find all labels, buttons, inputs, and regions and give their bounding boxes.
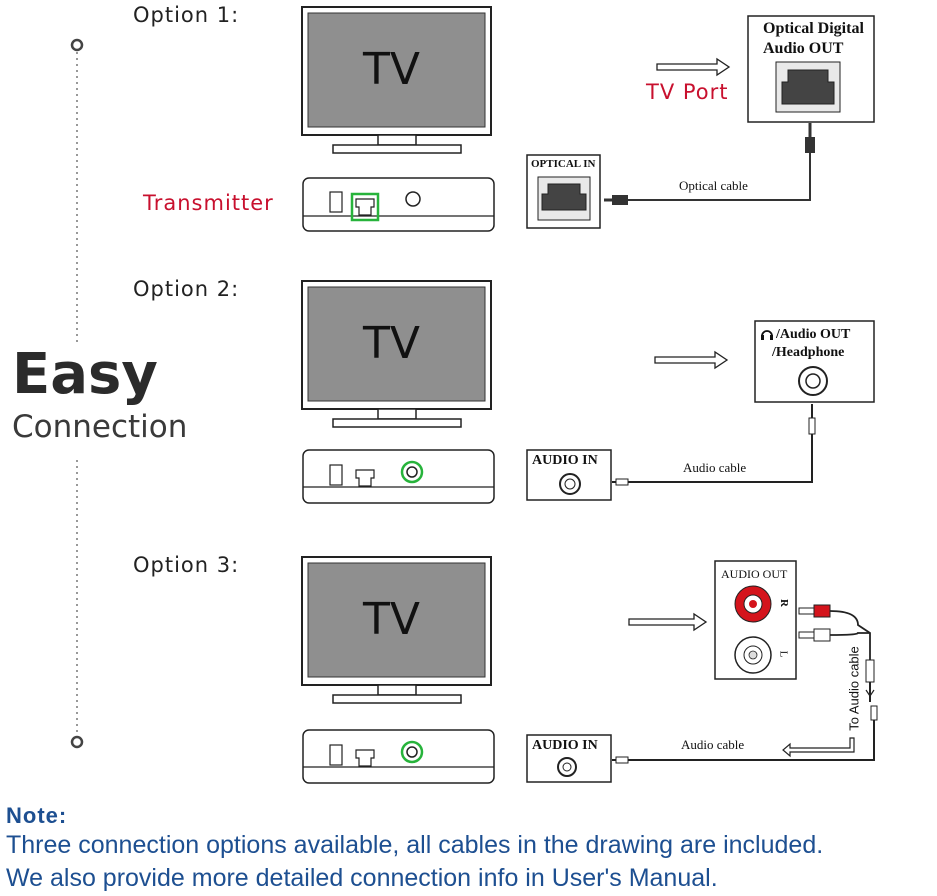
audio-in-label-2: AUDIO IN: [532, 453, 598, 468]
headphone-out-line-1: /Audio OUT: [776, 327, 851, 342]
tv-1: [301, 6, 492, 154]
arrow-3: [628, 612, 708, 632]
heading-title: Easy: [12, 342, 158, 407]
right-channel-label: R: [777, 599, 790, 607]
optical-cable: [604, 123, 815, 205]
audio-cable-label-3: Audio cable: [681, 737, 745, 752]
timeline-dot-bottom: [70, 735, 84, 749]
optical-out-label: Optical Digital Audio OUT: [763, 19, 864, 59]
rca-out-port: [714, 560, 797, 680]
rca-out-label: AUDIO OUT: [721, 567, 788, 581]
transmitter-2: [302, 449, 495, 504]
optical-in-port: [526, 154, 601, 229]
tv-2: [301, 280, 492, 428]
transmitter-3: [302, 729, 495, 784]
note-title: Note:: [6, 803, 68, 828]
tv-1-label: TV: [363, 44, 420, 95]
transmitter-label: Transmitter: [143, 191, 274, 215]
audio-in-label-3: AUDIO IN: [532, 738, 598, 753]
left-channel-label: L: [777, 650, 790, 658]
optical-cable-label: Optical cable: [679, 178, 748, 193]
option-2-label: Option 2:: [133, 277, 240, 301]
option-3-label: Option 3:: [133, 553, 240, 577]
tv-3: [301, 556, 492, 704]
headphone-out-port: [754, 320, 875, 403]
arrow-2: [654, 350, 729, 370]
headphone-icon: [761, 330, 773, 340]
return-arrow-3: [782, 737, 855, 758]
note-line-2: We also provide more detailed connection…: [6, 864, 718, 892]
optical-in-label: OPTICAL IN: [531, 158, 596, 170]
tv-2-label: TV: [363, 318, 420, 369]
headphone-out-line-2: /Headphone: [772, 345, 845, 360]
arrow-1: [656, 57, 731, 77]
optical-out-port: [747, 15, 875, 123]
audio-cable-3: [612, 705, 878, 764]
heading-subtitle: Connection: [12, 409, 188, 445]
rca-splitter-cable: [798, 604, 875, 702]
audio-cable-2: [612, 404, 816, 486]
audio-in-port-3: [526, 734, 612, 783]
optical-out-line-2: Audio OUT: [763, 40, 844, 57]
tv-3-label: TV: [363, 594, 420, 645]
audio-cable-label-2: Audio cable: [683, 460, 747, 475]
optical-out-line-1: Optical Digital: [763, 20, 864, 37]
option-1-label: Option 1:: [133, 3, 240, 27]
audio-in-port-2: [526, 449, 612, 501]
note-line-1: Three connection options available, all …: [6, 831, 824, 859]
adapter-label: To Audio cable: [846, 646, 862, 731]
timeline-dot-top: [70, 38, 84, 52]
tv-port-label: TV Port: [646, 80, 729, 104]
transmitter-1: [302, 177, 495, 232]
